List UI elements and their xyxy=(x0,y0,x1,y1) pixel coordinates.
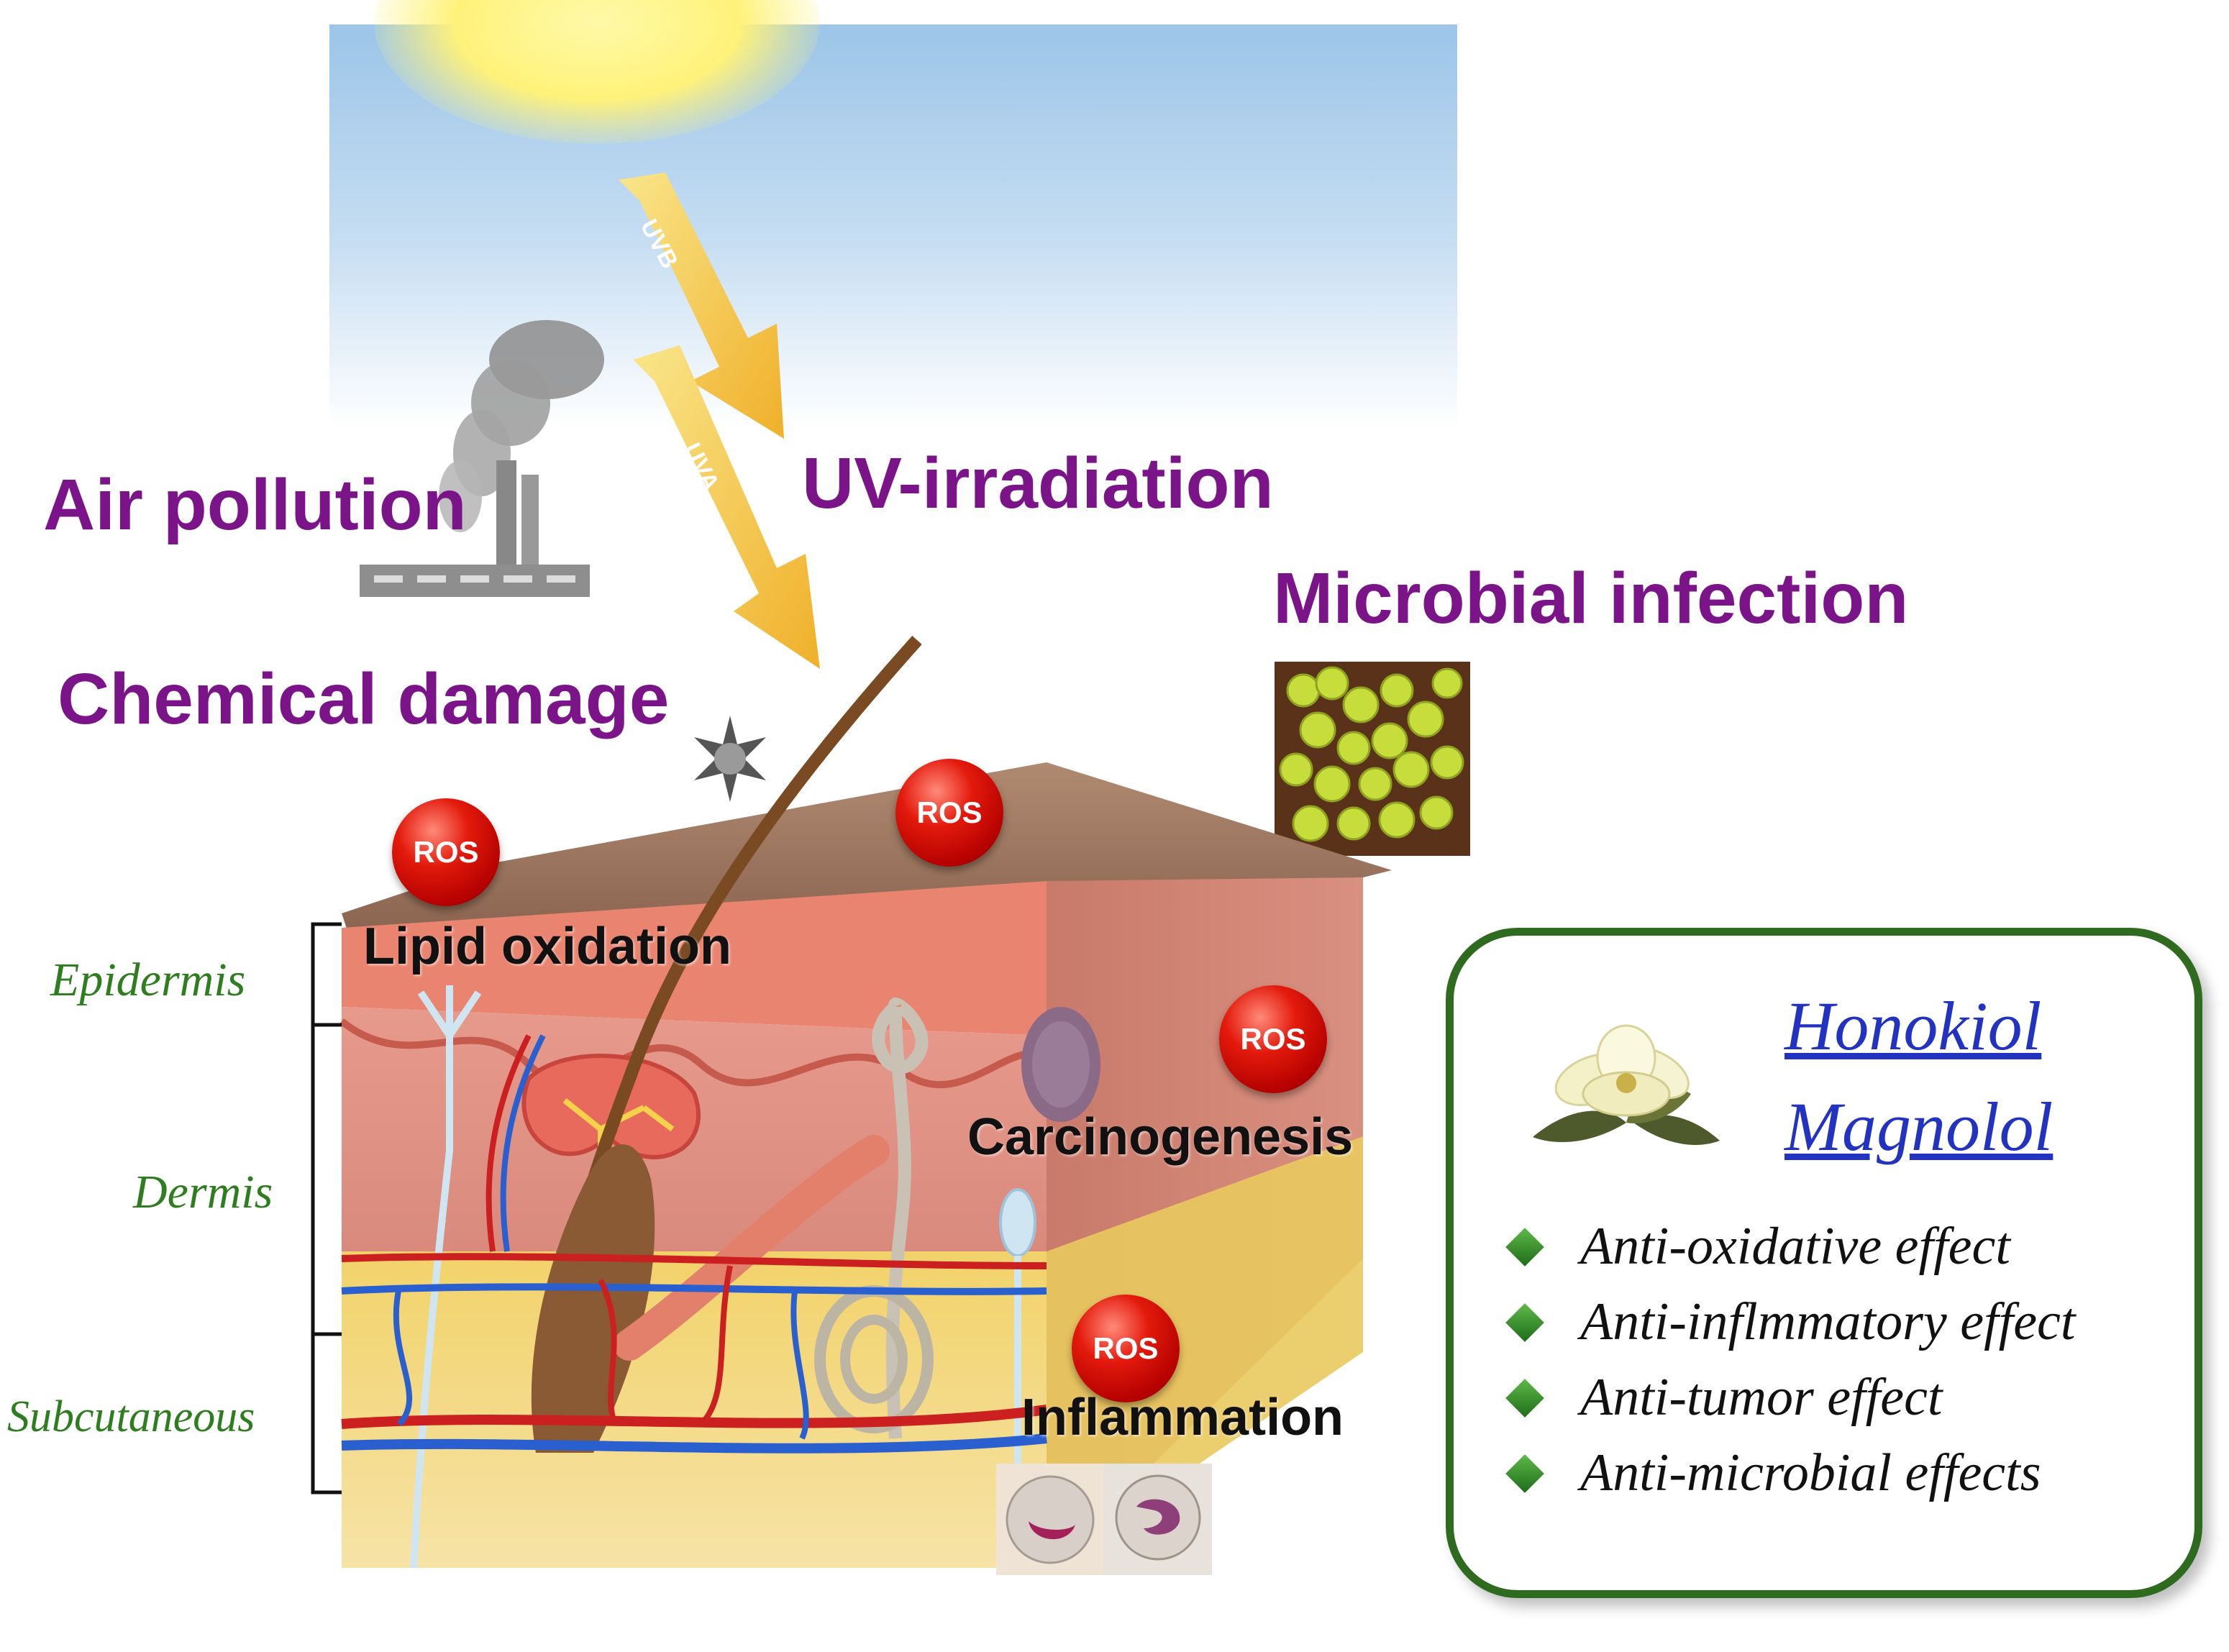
green-diamond-bullet-icon xyxy=(1505,1378,1544,1418)
green-diamond-bullet-icon xyxy=(1505,1454,1544,1493)
effect-item: Anti-microbial effects xyxy=(1505,1443,2041,1504)
effect-item: Anti-oxidative effect xyxy=(1505,1216,2010,1277)
honokiol-link[interactable]: Honokiol xyxy=(1784,987,2042,1064)
immune-cells-image xyxy=(996,1464,1212,1575)
ros-bubble: ROS xyxy=(895,759,1003,867)
layer-bracket xyxy=(311,922,342,1494)
green-diamond-bullet-icon xyxy=(1505,1302,1544,1342)
ros-bubble: ROS xyxy=(1219,985,1327,1093)
microbial-infection-label: Microbial infection xyxy=(1273,558,1909,639)
lipid-oxidation-label: Lipid oxidation xyxy=(363,918,731,975)
epidermis-label: Epidermis xyxy=(50,954,246,1006)
air-pollution-label: Air pollution xyxy=(43,465,467,545)
carcinogenesis-label: Carcinogenesis xyxy=(967,1108,1354,1166)
uv-irradiation-label: UV-irradiation xyxy=(802,443,1274,524)
green-diamond-bullet-icon xyxy=(1505,1227,1544,1267)
dermis-label: Dermis xyxy=(133,1166,273,1218)
uvb-arrow xyxy=(619,173,784,439)
ros-bubble: ROS xyxy=(392,798,500,906)
magnolia-flower-icon xyxy=(1533,1024,1720,1145)
uva-arrow xyxy=(633,345,820,669)
subcutaneous-label: Subcutaneous xyxy=(7,1392,255,1441)
treatment-panel: Honokiol Magnolol Anti-oxidative effect … xyxy=(1446,928,2202,1598)
chemical-damage-label: Chemical damage xyxy=(58,659,670,739)
chemical-particle-icon xyxy=(694,716,766,802)
bacteria-image xyxy=(1275,662,1470,856)
factory-icon xyxy=(360,320,604,597)
inflammation-label: Inflammation xyxy=(1021,1389,1344,1446)
ros-bubble: ROS xyxy=(1072,1295,1180,1402)
effect-item: Anti-tumor effect xyxy=(1505,1367,1942,1428)
effect-item: Anti-inflmmatory effect xyxy=(1505,1292,2075,1353)
magnolol-link[interactable]: Magnolol xyxy=(1784,1088,2053,1165)
